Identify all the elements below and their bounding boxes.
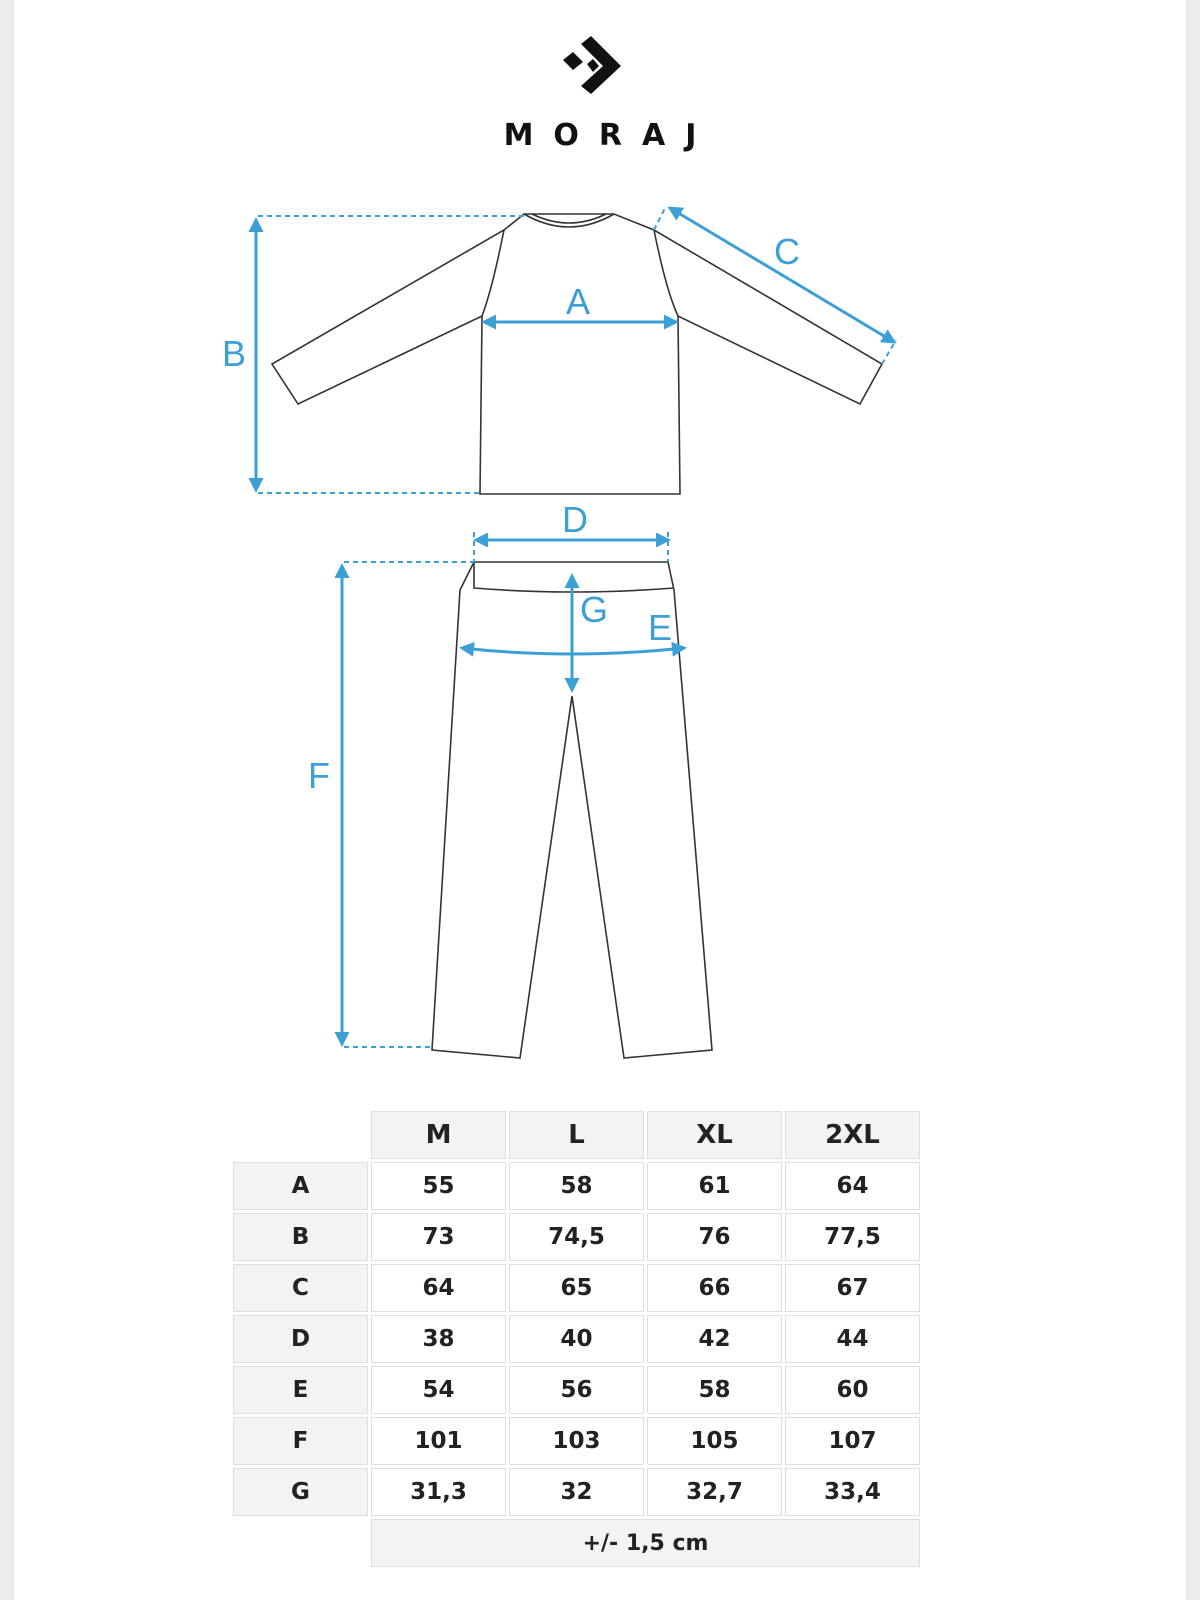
- table-cell: 64: [371, 1264, 506, 1312]
- table-cell: 77,5: [785, 1213, 920, 1261]
- row-label: B: [233, 1213, 368, 1261]
- label-e: E: [648, 607, 672, 648]
- size-column-header: 2XL: [785, 1111, 920, 1159]
- row-label: C: [233, 1264, 368, 1312]
- table-cell: 55: [371, 1162, 506, 1210]
- table-cell: 40: [509, 1315, 644, 1363]
- tolerance-note: +/- 1,5 cm: [371, 1519, 920, 1567]
- blank-cell: [233, 1519, 368, 1567]
- size-column-header: L: [509, 1111, 644, 1159]
- table-cell: 38: [371, 1315, 506, 1363]
- table-cell: 56: [509, 1366, 644, 1414]
- table-cell: 103: [509, 1417, 644, 1465]
- label-b: B: [222, 333, 246, 374]
- table-cell: 32,7: [647, 1468, 782, 1516]
- table-cell: 107: [785, 1417, 920, 1465]
- table-cell: 73: [371, 1213, 506, 1261]
- size-chart-page: MORAJ: [14, 0, 1186, 1600]
- table-cell: 66: [647, 1264, 782, 1312]
- table-cell: 61: [647, 1162, 782, 1210]
- brand-header: MORAJ: [14, 0, 1186, 160]
- table-cell: 54: [371, 1366, 506, 1414]
- size-column-header: XL: [647, 1111, 782, 1159]
- label-g: G: [580, 589, 608, 630]
- table-cell: 31,3: [371, 1468, 506, 1516]
- table-cell: 74,5: [509, 1213, 644, 1261]
- brand-name: MORAJ: [503, 118, 717, 153]
- row-label: F: [233, 1417, 368, 1465]
- table-cell: 64: [785, 1162, 920, 1210]
- table-cell: 58: [647, 1366, 782, 1414]
- garment-diagram: A B C D E F G: [222, 205, 897, 1059]
- row-label: A: [233, 1162, 368, 1210]
- label-a: A: [566, 281, 590, 322]
- table-cell: 105: [647, 1417, 782, 1465]
- corner-cell: [233, 1111, 368, 1159]
- moraj-arrow-logo-icon: [563, 36, 621, 94]
- row-label: G: [233, 1468, 368, 1516]
- measure-lines: [248, 206, 897, 1047]
- size-header-row: M L XL 2XL: [233, 1111, 920, 1159]
- label-f: F: [308, 755, 330, 796]
- label-d: D: [562, 499, 588, 540]
- table-cell: 33,4: [785, 1468, 920, 1516]
- table-cell: 42: [647, 1315, 782, 1363]
- tolerance-row: +/- 1,5 cm: [233, 1519, 920, 1567]
- table-cell: 76: [647, 1213, 782, 1261]
- row-label: E: [233, 1366, 368, 1414]
- table-cell: 60: [785, 1366, 920, 1414]
- size-column-header: M: [371, 1111, 506, 1159]
- table-cell: 101: [371, 1417, 506, 1465]
- table-cell: 32: [509, 1468, 644, 1516]
- label-c: C: [774, 231, 800, 272]
- row-label: D: [233, 1315, 368, 1363]
- table-cell: 44: [785, 1315, 920, 1363]
- guide-lines: [258, 205, 897, 1048]
- table-cell: 67: [785, 1264, 920, 1312]
- table-cell: 65: [509, 1264, 644, 1312]
- table-cell: 58: [509, 1162, 644, 1210]
